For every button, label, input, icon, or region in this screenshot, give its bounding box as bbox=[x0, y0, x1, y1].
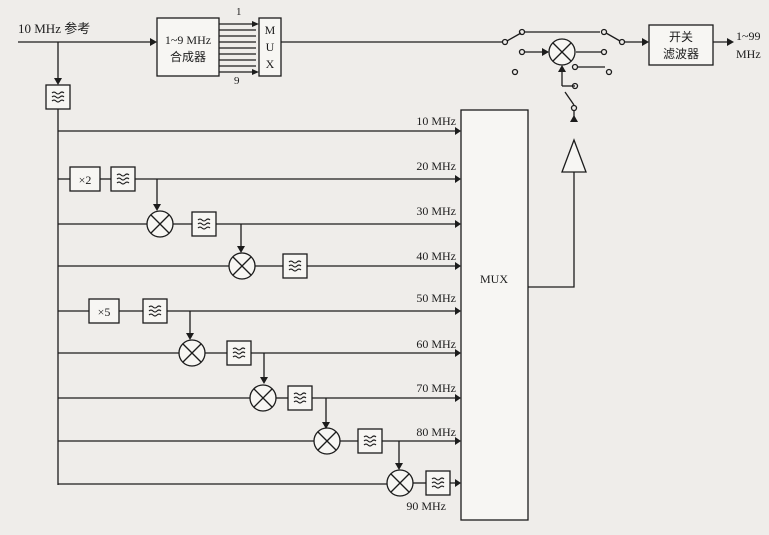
band-switch bbox=[558, 63, 605, 122]
output-range: 1~99 bbox=[736, 29, 761, 43]
mixer-90 bbox=[386, 469, 414, 497]
input-label: 10 MHz 参考 bbox=[18, 21, 90, 36]
multiplier-x2-label: ×2 bbox=[79, 173, 92, 187]
mux-small: M U X bbox=[258, 17, 282, 77]
filter-30 bbox=[191, 211, 217, 237]
amplifier bbox=[561, 138, 587, 173]
mux-small-u: U bbox=[266, 40, 275, 54]
mixer-60 bbox=[178, 339, 206, 367]
freq-20: 20 MHz bbox=[416, 159, 456, 173]
filter-60 bbox=[226, 340, 252, 366]
bus-tap-last: 9 bbox=[234, 75, 240, 87]
freq-30: 30 MHz bbox=[416, 204, 456, 218]
filter-x5 bbox=[142, 298, 168, 324]
freq-90: 90 MHz bbox=[406, 499, 446, 513]
synth-bus bbox=[219, 21, 259, 75]
multiplier-x2: ×2 bbox=[69, 166, 101, 192]
freq-80: 80 MHz bbox=[416, 425, 456, 439]
freq-60: 60 MHz bbox=[416, 337, 456, 351]
filter-90 bbox=[425, 470, 451, 496]
bus-tap-first: 1 bbox=[236, 6, 242, 18]
synthesizer-range: 1~9 MHz bbox=[165, 33, 211, 47]
output-switch bbox=[501, 28, 649, 76]
synthesizer-label: 合成器 bbox=[170, 49, 206, 64]
freq-70: 70 MHz bbox=[416, 381, 456, 395]
filter-label-1: 开关 bbox=[669, 30, 693, 44]
mux-small-m: M bbox=[265, 23, 276, 37]
mixer-40 bbox=[228, 252, 256, 280]
freq-10: 10 MHz bbox=[416, 114, 456, 128]
reference-filter bbox=[45, 84, 71, 110]
filter-label-2: 滤波器 bbox=[663, 47, 699, 61]
mux-small-x: X bbox=[266, 57, 275, 71]
main-mux-label: MUX bbox=[480, 272, 508, 286]
output-unit: MHz bbox=[736, 47, 761, 61]
main-mux: MUX bbox=[460, 109, 529, 521]
mixer-30 bbox=[146, 210, 174, 238]
output-filter: 开关 滤波器 bbox=[648, 24, 714, 66]
freq-50: 50 MHz bbox=[416, 291, 456, 305]
filter-x2 bbox=[110, 166, 136, 192]
filter-80 bbox=[357, 428, 383, 454]
mixer-70 bbox=[249, 384, 277, 412]
filter-70 bbox=[287, 385, 313, 411]
top-mixer bbox=[548, 38, 576, 66]
filter-40 bbox=[282, 253, 308, 279]
freq-40: 40 MHz bbox=[416, 249, 456, 263]
synthesizer-block: 1~9 MHz 合成器 bbox=[156, 17, 220, 77]
multiplier-x5-label: ×5 bbox=[98, 305, 111, 319]
mixer-80 bbox=[313, 427, 341, 455]
multiplier-x5: ×5 bbox=[88, 298, 120, 324]
